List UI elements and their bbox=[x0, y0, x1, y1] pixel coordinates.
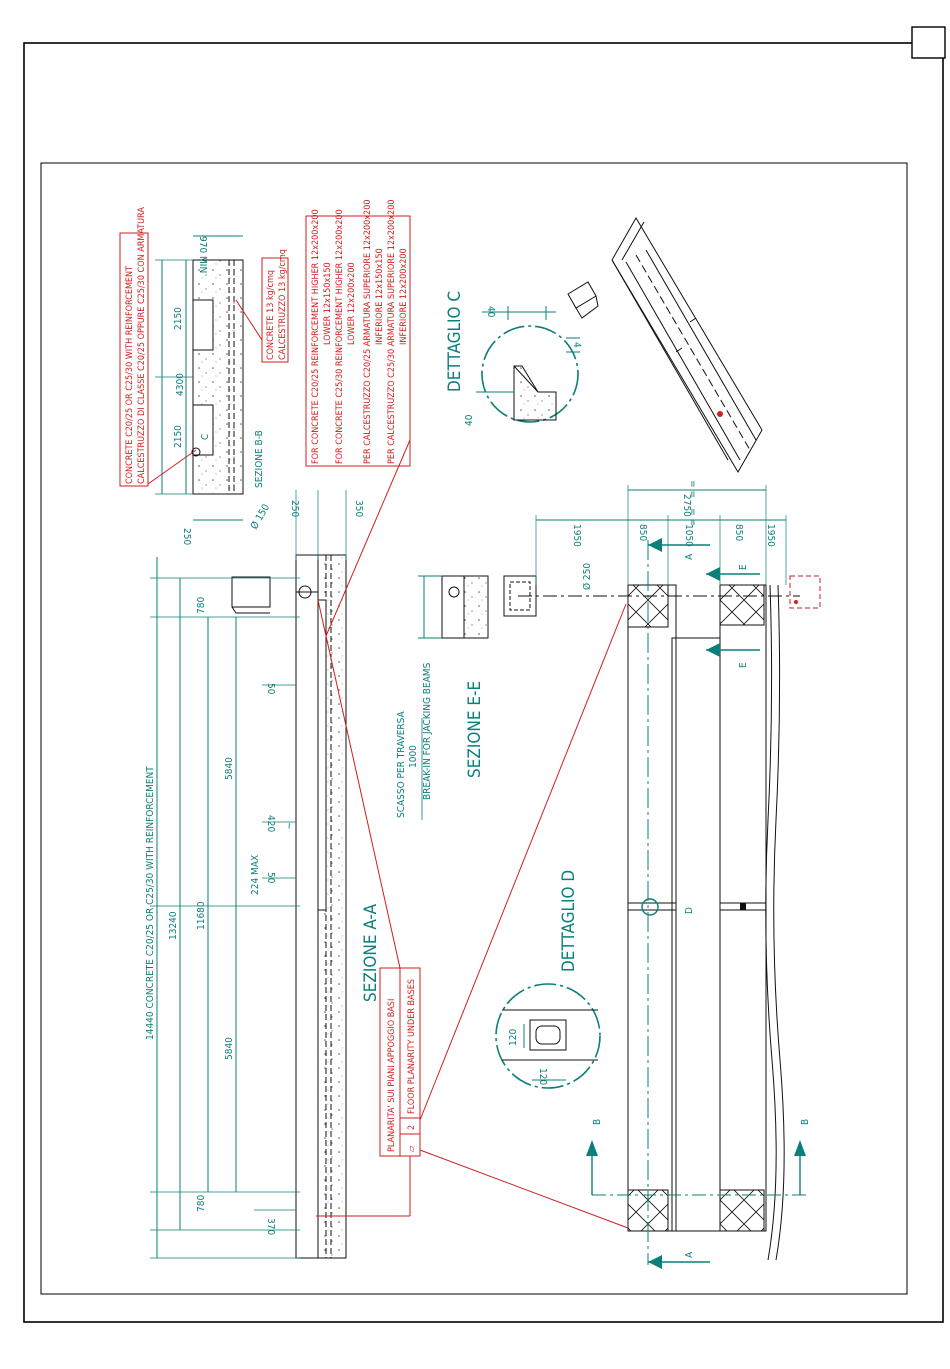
dim-2150-lower: 2150 bbox=[173, 425, 184, 448]
eq-marks-top: = = bbox=[687, 480, 698, 498]
reinforcement-line4: LOWER 12x200x200 bbox=[347, 262, 357, 345]
marker-a-top: A bbox=[684, 553, 695, 560]
reinforcement-line8: INFERIORE 12x200x200 bbox=[399, 248, 409, 345]
section-ee bbox=[418, 575, 489, 820]
plan-view bbox=[503, 485, 821, 1269]
detail-c-title: DETTAGLIO C bbox=[445, 291, 465, 392]
detail-d-dim-120-b: 120 bbox=[537, 1068, 548, 1085]
dim-1050: 1050 bbox=[683, 524, 694, 547]
marker-e-bottom: E bbox=[738, 662, 749, 668]
detail-d-title: DETTAGLIO D bbox=[559, 870, 579, 972]
dim-850-left: 850 bbox=[637, 524, 648, 541]
dim-phi150: Ø 150 bbox=[248, 502, 272, 532]
dim-370: 370 bbox=[265, 1218, 276, 1235]
dim-5840-upper: 5840 bbox=[224, 757, 235, 780]
inner-frame bbox=[40, 162, 908, 1295]
detail-c-marker: C bbox=[200, 434, 211, 440]
isometric-view bbox=[567, 217, 763, 473]
concrete-note-box bbox=[119, 232, 149, 487]
dim-11680: 11680 bbox=[196, 901, 207, 930]
dim-250-bb: 250 bbox=[181, 528, 192, 545]
dim-250-top: 250 bbox=[289, 500, 300, 517]
dim-1950-left: 1950 bbox=[571, 524, 582, 547]
outer-frame bbox=[23, 42, 944, 1323]
marker-a-bottom: A bbox=[684, 1251, 695, 1258]
dim-4300: 4300 bbox=[175, 373, 186, 396]
weight-note-box bbox=[261, 257, 289, 363]
section-ee-title: SEZIONE E-E bbox=[465, 681, 485, 778]
dim-tilde: ~ bbox=[283, 822, 294, 830]
detail-d bbox=[495, 983, 601, 1089]
section-bb-title: SEZIONE B-B bbox=[254, 430, 265, 488]
dim-13240: 13240 bbox=[168, 911, 179, 940]
section-bb bbox=[155, 235, 244, 521]
reinforcement-line2: LOWER 12x150x150 bbox=[323, 262, 333, 345]
detail-c-dim-4: 4 bbox=[571, 342, 582, 348]
reinforcement-line5: PER CALCESTRUZZO C20/25 ARMATURA SUPERIO… bbox=[363, 199, 373, 464]
detail-d-dim-120-a: 120 bbox=[508, 1029, 519, 1046]
dim-350: 350 bbox=[353, 500, 364, 517]
marker-b-left: B bbox=[592, 1119, 603, 1125]
dim-2150-upper: 2150 bbox=[173, 307, 184, 330]
dim-420: 420 bbox=[265, 815, 276, 832]
dim-970-min: 970 MIN bbox=[197, 236, 208, 273]
reinforcement-note-box bbox=[305, 215, 411, 467]
dim-50-mid: 50 bbox=[265, 872, 276, 884]
detail-c bbox=[476, 306, 580, 423]
planarity-symbol: ▱ bbox=[407, 1145, 417, 1152]
section-ee-note-3: BREAK-IN FOR JACKING BEAMS bbox=[422, 662, 433, 800]
dim-14440-label: 14440 CONCRETE C20/25 OR C25/30 WITH REI… bbox=[145, 766, 156, 1040]
reinforcement-line6: INFERIORE 12x150x150 bbox=[375, 248, 385, 345]
eq-marks-bottom: = = bbox=[687, 508, 698, 526]
reinforcement-line3: FOR CONCRETE C25/30 REINFORCEMENT HIGHER… bbox=[335, 209, 345, 464]
dim-780-bottom: 780 bbox=[196, 1195, 207, 1212]
planarity-note bbox=[316, 599, 629, 1229]
section-ee-note-2: 1000 bbox=[408, 745, 419, 768]
weight-note-line2: CALCESTRUZZO 13 kg/cmq bbox=[278, 249, 288, 360]
dim-5840-lower: 5840 bbox=[224, 1037, 235, 1060]
concrete-note-line2: CALCESTRUZZO DI CLASSE C20/25 OPPURE C25… bbox=[137, 207, 147, 484]
section-aa bbox=[150, 490, 347, 1259]
reinforcement-line7: PER CALCESTRUZZO C25/30 ARMATURA SUPERIO… bbox=[387, 199, 397, 464]
marker-e-top: E bbox=[738, 564, 749, 570]
dim-2750: 2750 bbox=[681, 494, 692, 517]
planarity-line1: PLANARITA' SUI PIANI APPOGGIO BASI bbox=[387, 999, 397, 1152]
planarity-line2: FLOOR PLANARITY UNDER BASES bbox=[407, 979, 417, 1114]
dim-50-top: 50 bbox=[265, 683, 276, 695]
marker-d: D bbox=[684, 907, 695, 914]
detail-c-dim-40-top: 40 bbox=[485, 306, 496, 318]
marker-b-right: B bbox=[800, 1119, 811, 1125]
dim-phi250: Ø 250 bbox=[581, 563, 593, 590]
weight-note-line1: CONCRETE 13 kg/cmq bbox=[266, 270, 276, 360]
section-aa-title: SEZIONE A-A bbox=[361, 903, 381, 1002]
section-ee-note-1: SCASSO PER TRAVERSA bbox=[396, 710, 407, 818]
reinforcement-line1: FOR CONCRETE C20/25 REINFORCEMENT HIGHER… bbox=[311, 209, 321, 464]
corner-box bbox=[911, 26, 946, 59]
dim-780-top: 780 bbox=[196, 597, 207, 614]
planarity-value: 2 bbox=[407, 1125, 417, 1130]
dim-1950-right: 1950 bbox=[765, 524, 776, 547]
dim-850-right: 850 bbox=[733, 524, 744, 541]
dim-224-max: 224 MAX bbox=[250, 855, 261, 895]
concrete-note-line1: CONCRETE C20/25 OR C25/30 WITH REINFORCE… bbox=[125, 266, 135, 484]
detail-c-dim-40-left: 40 bbox=[464, 414, 475, 426]
